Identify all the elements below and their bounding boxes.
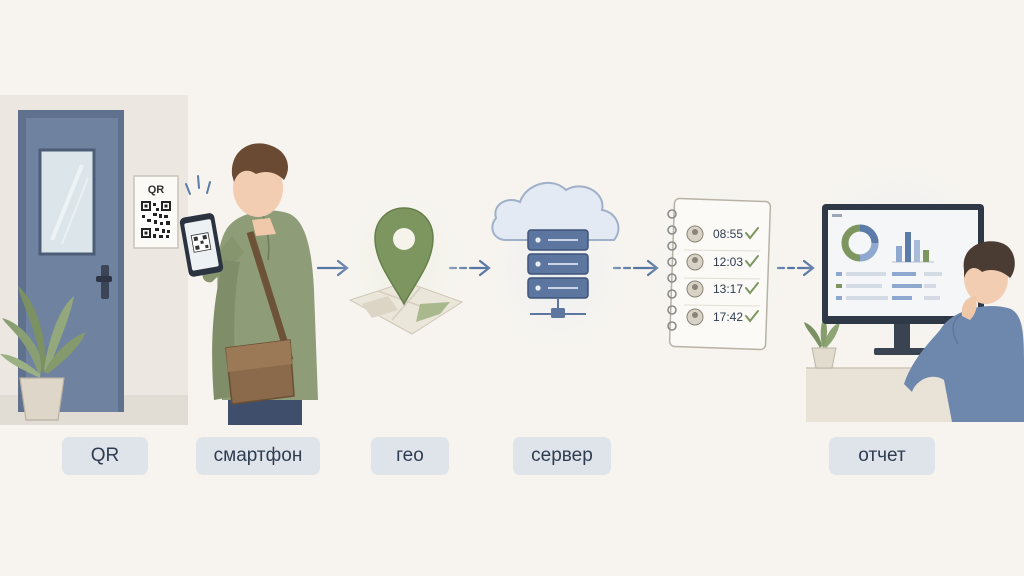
log-row-2: 12:03: [683, 253, 761, 280]
attendance-log: 08:55 12:03 13:17 17:42: [646, 178, 790, 358]
server-rack-icon[interactable]: [527, 229, 589, 318]
log-time: 12:03: [713, 255, 743, 269]
hair: [231, 143, 288, 182]
log-sheet: [668, 197, 772, 351]
log-time: 13:17: [713, 282, 743, 296]
stage-label-server: сервер: [513, 437, 611, 475]
cloud-icon: [491, 181, 620, 241]
check-icon: [745, 227, 759, 240]
log-time: 17:42: [713, 310, 743, 324]
scan-signal-icon: [185, 175, 211, 195]
stage-label-report: отчет: [829, 437, 935, 475]
location-pin-icon[interactable]: [374, 207, 434, 306]
check-icon: [745, 310, 759, 323]
door-scene: QR: [0, 95, 188, 425]
door-window: [38, 148, 96, 256]
potted-plant-icon: [0, 286, 86, 421]
stage-label-smartphone: смартфон: [196, 437, 320, 475]
qr-sign-text: QR: [148, 184, 165, 196]
monitor-screen[interactable]: [828, 210, 978, 316]
person-head: [233, 159, 283, 217]
dashboard-icon: [832, 214, 942, 300]
report-scene: [800, 150, 1024, 422]
smartphone-icon[interactable]: [179, 212, 224, 277]
log-row-4: 17:42: [686, 308, 759, 326]
qr-code-icon[interactable]: [140, 200, 172, 240]
seated-person: [904, 241, 1024, 422]
log-row-1: 08:55: [683, 225, 761, 252]
map-icon: [348, 281, 464, 335]
binder-rings-icon: [667, 209, 677, 331]
desk-plant-icon: [804, 316, 840, 369]
geo-location-scene: [334, 180, 474, 344]
stage-label-geo: гео: [371, 437, 449, 475]
log-row-3: 13:17: [683, 280, 761, 307]
log-time: 08:55: [713, 227, 743, 241]
server-scene: [482, 176, 634, 360]
check-icon: [745, 282, 759, 295]
person-with-phone: [179, 143, 318, 425]
check-icon: [745, 255, 759, 268]
stage-label-qr: QR: [62, 437, 148, 475]
